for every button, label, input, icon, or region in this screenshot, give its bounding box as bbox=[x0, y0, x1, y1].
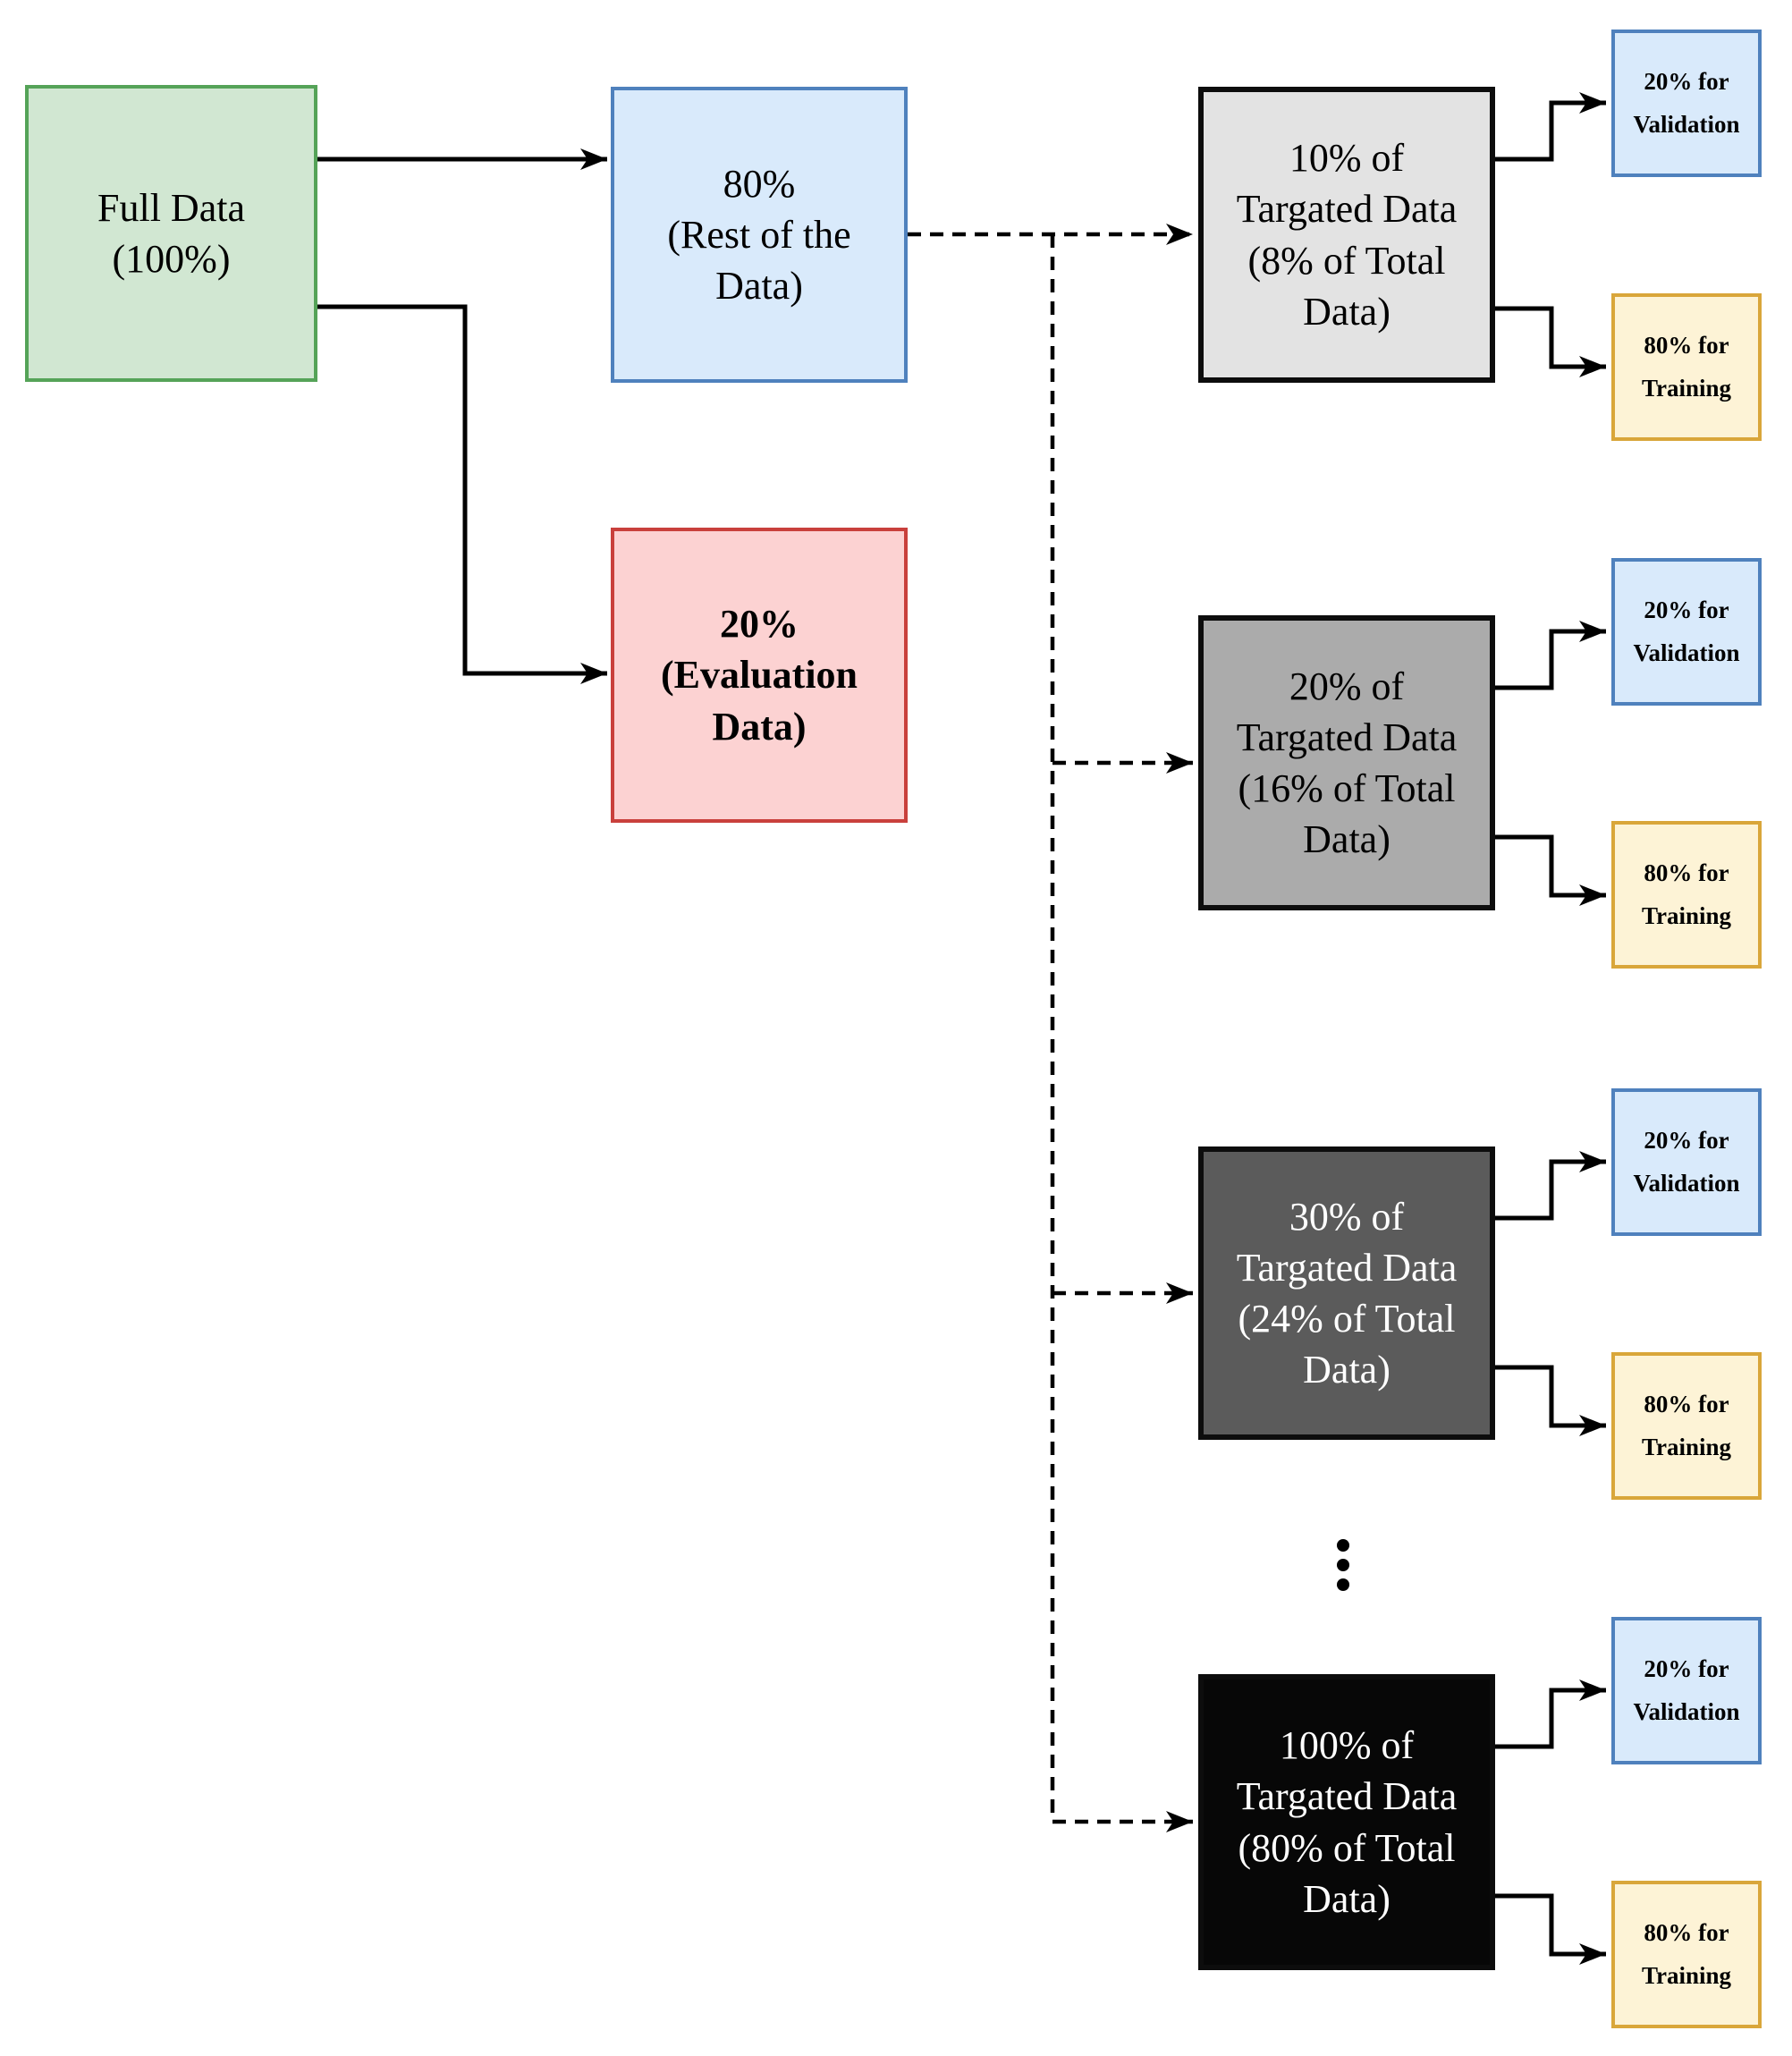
validation-label: 20% for Validation bbox=[1633, 68, 1740, 138]
training-node-2: 80% for Training bbox=[1611, 821, 1762, 969]
validation-node-4: 20% for Validation bbox=[1611, 1617, 1762, 1764]
target-data-label: 20% of Targated Data (16% of Total Data) bbox=[1236, 664, 1458, 862]
arrow-full-to-evaluation bbox=[317, 304, 607, 684]
vertical-ellipsis-icon bbox=[1337, 1539, 1349, 1591]
arrow-target-1-to-training bbox=[1495, 306, 1606, 377]
validation-label: 20% for Validation bbox=[1633, 1127, 1740, 1197]
validation-node-3: 20% for Validation bbox=[1611, 1088, 1762, 1236]
validation-label: 20% for Validation bbox=[1633, 1655, 1740, 1725]
training-label: 80% for Training bbox=[1641, 1391, 1732, 1460]
full-data-node: Full Data (100%) bbox=[25, 85, 317, 382]
target-data-node-1: 10% of Targated Data (8% of Total Data) bbox=[1198, 87, 1495, 383]
arrow-target-3-to-training bbox=[1495, 1365, 1606, 1436]
evaluation-data-label: 20% (Evaluation Data) bbox=[660, 602, 858, 749]
evaluation-data-node: 20% (Evaluation Data) bbox=[611, 528, 908, 823]
training-label: 80% for Training bbox=[1641, 1919, 1732, 1989]
target-data-node-4: 100% of Targated Data (80% of Total Data… bbox=[1198, 1674, 1495, 1970]
validation-label: 20% for Validation bbox=[1633, 596, 1740, 666]
arrow-target-4-to-training bbox=[1495, 1893, 1606, 1965]
arrow-target-4-to-validation bbox=[1495, 1679, 1606, 1749]
target-data-label: 10% of Targated Data (8% of Total Data) bbox=[1236, 136, 1458, 334]
arrow-target-2-to-validation bbox=[1495, 621, 1606, 690]
validation-node-1: 20% for Validation bbox=[1611, 30, 1762, 177]
full-data-label: Full Data (100%) bbox=[97, 185, 245, 281]
training-node-1: 80% for Training bbox=[1611, 293, 1762, 441]
target-data-node-3: 30% of Targated Data (24% of Total Data) bbox=[1198, 1146, 1495, 1440]
training-node-4: 80% for Training bbox=[1611, 1881, 1762, 2028]
target-data-label: 30% of Targated Data (24% of Total Data) bbox=[1236, 1194, 1458, 1392]
target-data-node-2: 20% of Targated Data (16% of Total Data) bbox=[1198, 615, 1495, 910]
arrow-target-3-to-validation bbox=[1495, 1151, 1606, 1221]
rest-data-label: 80% (Rest of the Data) bbox=[667, 161, 851, 309]
training-label: 80% for Training bbox=[1641, 332, 1732, 402]
rest-data-node: 80% (Rest of the Data) bbox=[611, 87, 908, 383]
training-label: 80% for Training bbox=[1641, 859, 1732, 929]
training-node-3: 80% for Training bbox=[1611, 1352, 1762, 1500]
arrow-target-2-to-training bbox=[1495, 834, 1606, 906]
validation-node-2: 20% for Validation bbox=[1611, 558, 1762, 706]
arrow-target-1-to-validation bbox=[1495, 92, 1606, 162]
target-data-label: 100% of Targated Data (80% of Total Data… bbox=[1236, 1723, 1458, 1921]
